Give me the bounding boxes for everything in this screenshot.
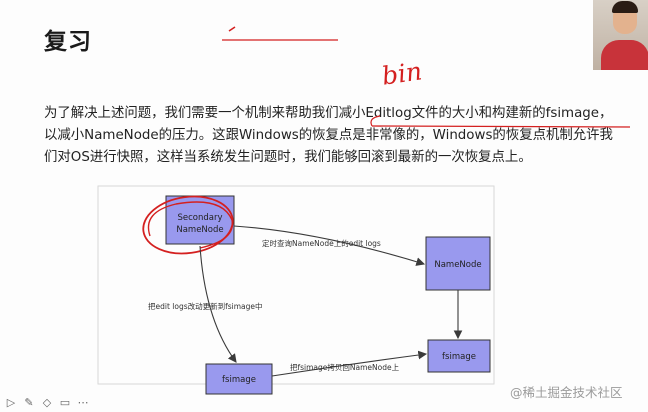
pen-icon[interactable]: ✎ [24,395,34,409]
red-circle-annotation-2 [147,201,234,249]
paragraph-line-3: 们对OS进行快照，这样当系统发生问题时，我们能够回滚到最新的一次恢复点上。 [44,150,532,165]
ink-arc-editlog [370,115,381,127]
edge-apply-edits-label: 把edit logs改动更新到fsimage中 [148,301,263,311]
ink-underline-editlog [371,125,631,128]
node-secondary-line1: Secondary [177,213,222,223]
node-secondary-line2: NameNode [176,225,223,235]
red-circle-annotation [142,195,234,255]
node-secondary-namenode: Secondary NameNode [165,195,235,245]
edge-periodic-query [233,225,426,266]
paragraph-line-1: 为了解决上述问题，我们需要一个机制来帮助我们减小Editlog文件的大小和构建新… [44,106,613,121]
node-fsimage-left-label: fsimage [222,375,256,385]
node-namenode-label: NameNode [434,260,481,270]
slide-paragraph: 为了解决上述问题，我们需要一个机制来帮助我们减小Editlog文件的大小和构建新… [44,103,634,169]
handwritten-bin: bin [380,56,424,90]
play-icon[interactable]: ▷ [6,395,16,409]
node-fsimage-right-label: fsimage [442,352,476,362]
slide-title: 复习 [44,29,92,55]
presenter-shirt [601,40,648,70]
node-fsimage-right: fsimage [427,339,491,373]
handwritten-annotations: bin [222,26,631,128]
watermark: @稀土掘金技术社区 [510,385,623,400]
paragraph-line-2: 以减小NameNode的压力。这跟Windows的恢复点是非常像的，Window… [44,128,613,143]
more-icon[interactable]: ⋯ [77,395,89,409]
webcam-overlay [593,0,648,70]
ink-stroke [228,26,236,32]
node-fsimage-left: fsimage [205,363,273,395]
node-namenode: NameNode [425,236,491,291]
eraser-icon[interactable]: ◇ [42,395,52,409]
edge-periodic-query-label: 定时查询NameNode上的edit logs [262,238,381,248]
presentation-toolbar: ▷ ✎ ◇ ▭ ⋯ [0,392,90,412]
diagram-border [97,185,495,385]
edge-copy-back [271,350,428,377]
comment-icon[interactable]: ▭ [59,395,71,409]
edge-copy-back-label: 把fsimage拷贝回NameNode上 [290,362,400,372]
presenter-hair [612,1,638,13]
edge-apply-edits [199,245,237,363]
